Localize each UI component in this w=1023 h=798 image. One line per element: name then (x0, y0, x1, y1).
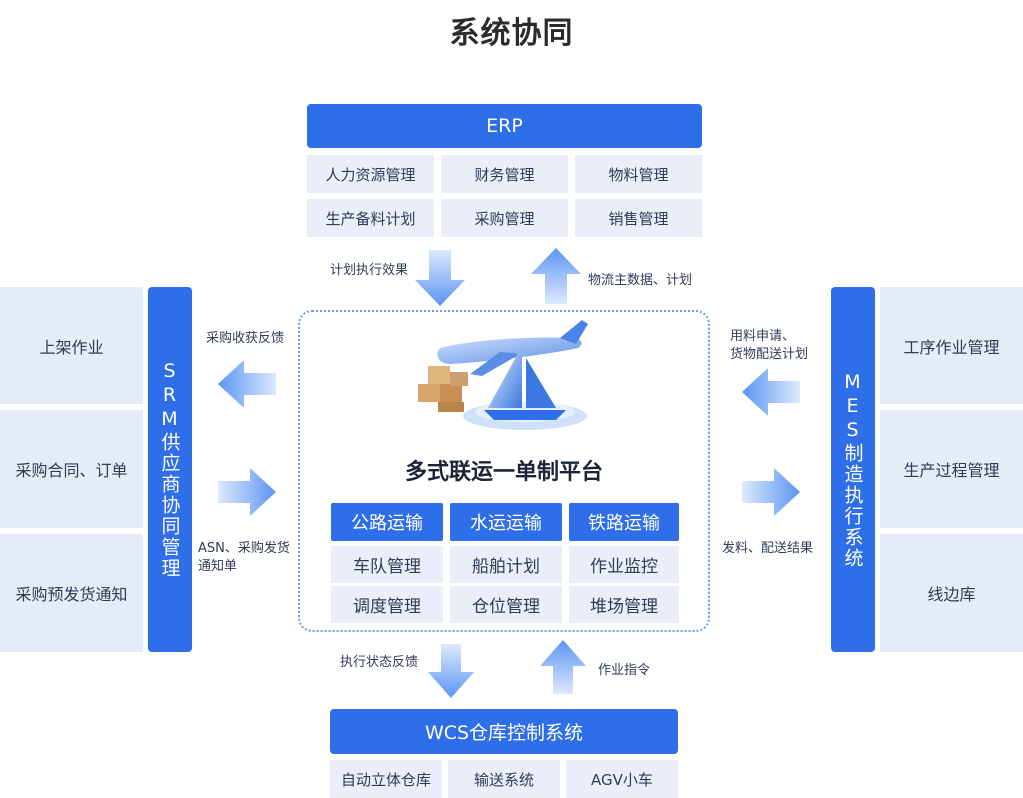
water-item-ship-plan: 船舶计划 (450, 546, 562, 583)
road-transport-header: 公路运输 (331, 503, 443, 541)
platform-title: 多式联运一单制平台 (404, 460, 603, 485)
rail-item-yard: 堆场管理 (569, 586, 679, 623)
wcs-up-label: 作业指令 (598, 663, 651, 678)
page-title: 系统协同 (449, 16, 574, 51)
mes-out-arrow (742, 468, 800, 516)
mes-out-label: 发料、配送结果 (722, 541, 814, 556)
mes-cell-process: 工序作业管理 (880, 287, 1023, 404)
srm-label: SRM供应商协同管理 (158, 360, 181, 579)
erp-header: ERP (307, 104, 702, 148)
mes-cell-production: 生产过程管理 (880, 410, 1023, 528)
wcs-up-arrow (540, 640, 586, 694)
srm-cell-contract: 采购合同、订单 (0, 410, 143, 528)
srm-in-label: ASN、采购发货 通知单 (198, 540, 290, 576)
mes-in-label: 用料申请、 货物配送计划 (730, 328, 808, 364)
mes-in-label-line1: 用料申请、 (730, 329, 796, 344)
erp-cell-finance: 财务管理 (441, 155, 568, 193)
srm-out-label: 采购收获反馈 (206, 331, 285, 346)
road-item-dispatch: 调度管理 (331, 586, 443, 623)
mes-label: MES制造执行系统 (841, 370, 864, 569)
wcs-cell-asrs: 自动立体仓库 (330, 760, 442, 798)
erp-cell-purchase: 采购管理 (441, 199, 568, 237)
mes-in-label-line2: 货物配送计划 (730, 347, 809, 362)
erp-up-arrow (531, 248, 581, 304)
wcs-cell-conveyor: 输送系统 (448, 760, 560, 798)
erp-cell-hr: 人力资源管理 (307, 155, 434, 193)
srm-in-label-line1: ASN、采购发货 (198, 541, 290, 556)
srm-cell-shelving: 上架作业 (0, 287, 143, 404)
erp-cell-production-plan: 生产备料计划 (307, 199, 434, 237)
srm-in-arrow (218, 468, 276, 516)
wcs-down-arrow (428, 644, 474, 698)
mes-bar: MES制造执行系统 (831, 287, 875, 652)
erp-cell-material: 物料管理 (575, 155, 702, 193)
srm-cell-pre-ship: 采购预发货通知 (0, 534, 143, 652)
wcs-header: WCS仓库控制系统 (330, 709, 678, 754)
wcs-cell-agv: AGV小车 (566, 760, 678, 798)
logistics-illustration-icon (418, 320, 588, 430)
rail-item-monitor: 作业监控 (569, 546, 679, 583)
water-transport-header: 水运运输 (450, 503, 562, 541)
srm-bar: SRM供应商协同管理 (148, 287, 192, 652)
mes-cell-line-store: 线边库 (880, 534, 1023, 652)
mes-in-arrow (742, 368, 800, 416)
wcs-down-label: 执行状态反馈 (340, 655, 419, 670)
water-item-slot: 仓位管理 (450, 586, 562, 623)
erp-down-arrow (415, 250, 465, 306)
erp-down-label: 计划执行效果 (330, 263, 409, 278)
road-item-fleet: 车队管理 (331, 546, 443, 583)
rail-transport-header: 铁路运输 (569, 503, 679, 541)
erp-cell-sales: 销售管理 (575, 199, 702, 237)
srm-out-arrow (218, 360, 276, 408)
erp-up-label: 物流主数据、计划 (588, 273, 693, 288)
srm-in-label-line2: 通知单 (198, 559, 238, 574)
